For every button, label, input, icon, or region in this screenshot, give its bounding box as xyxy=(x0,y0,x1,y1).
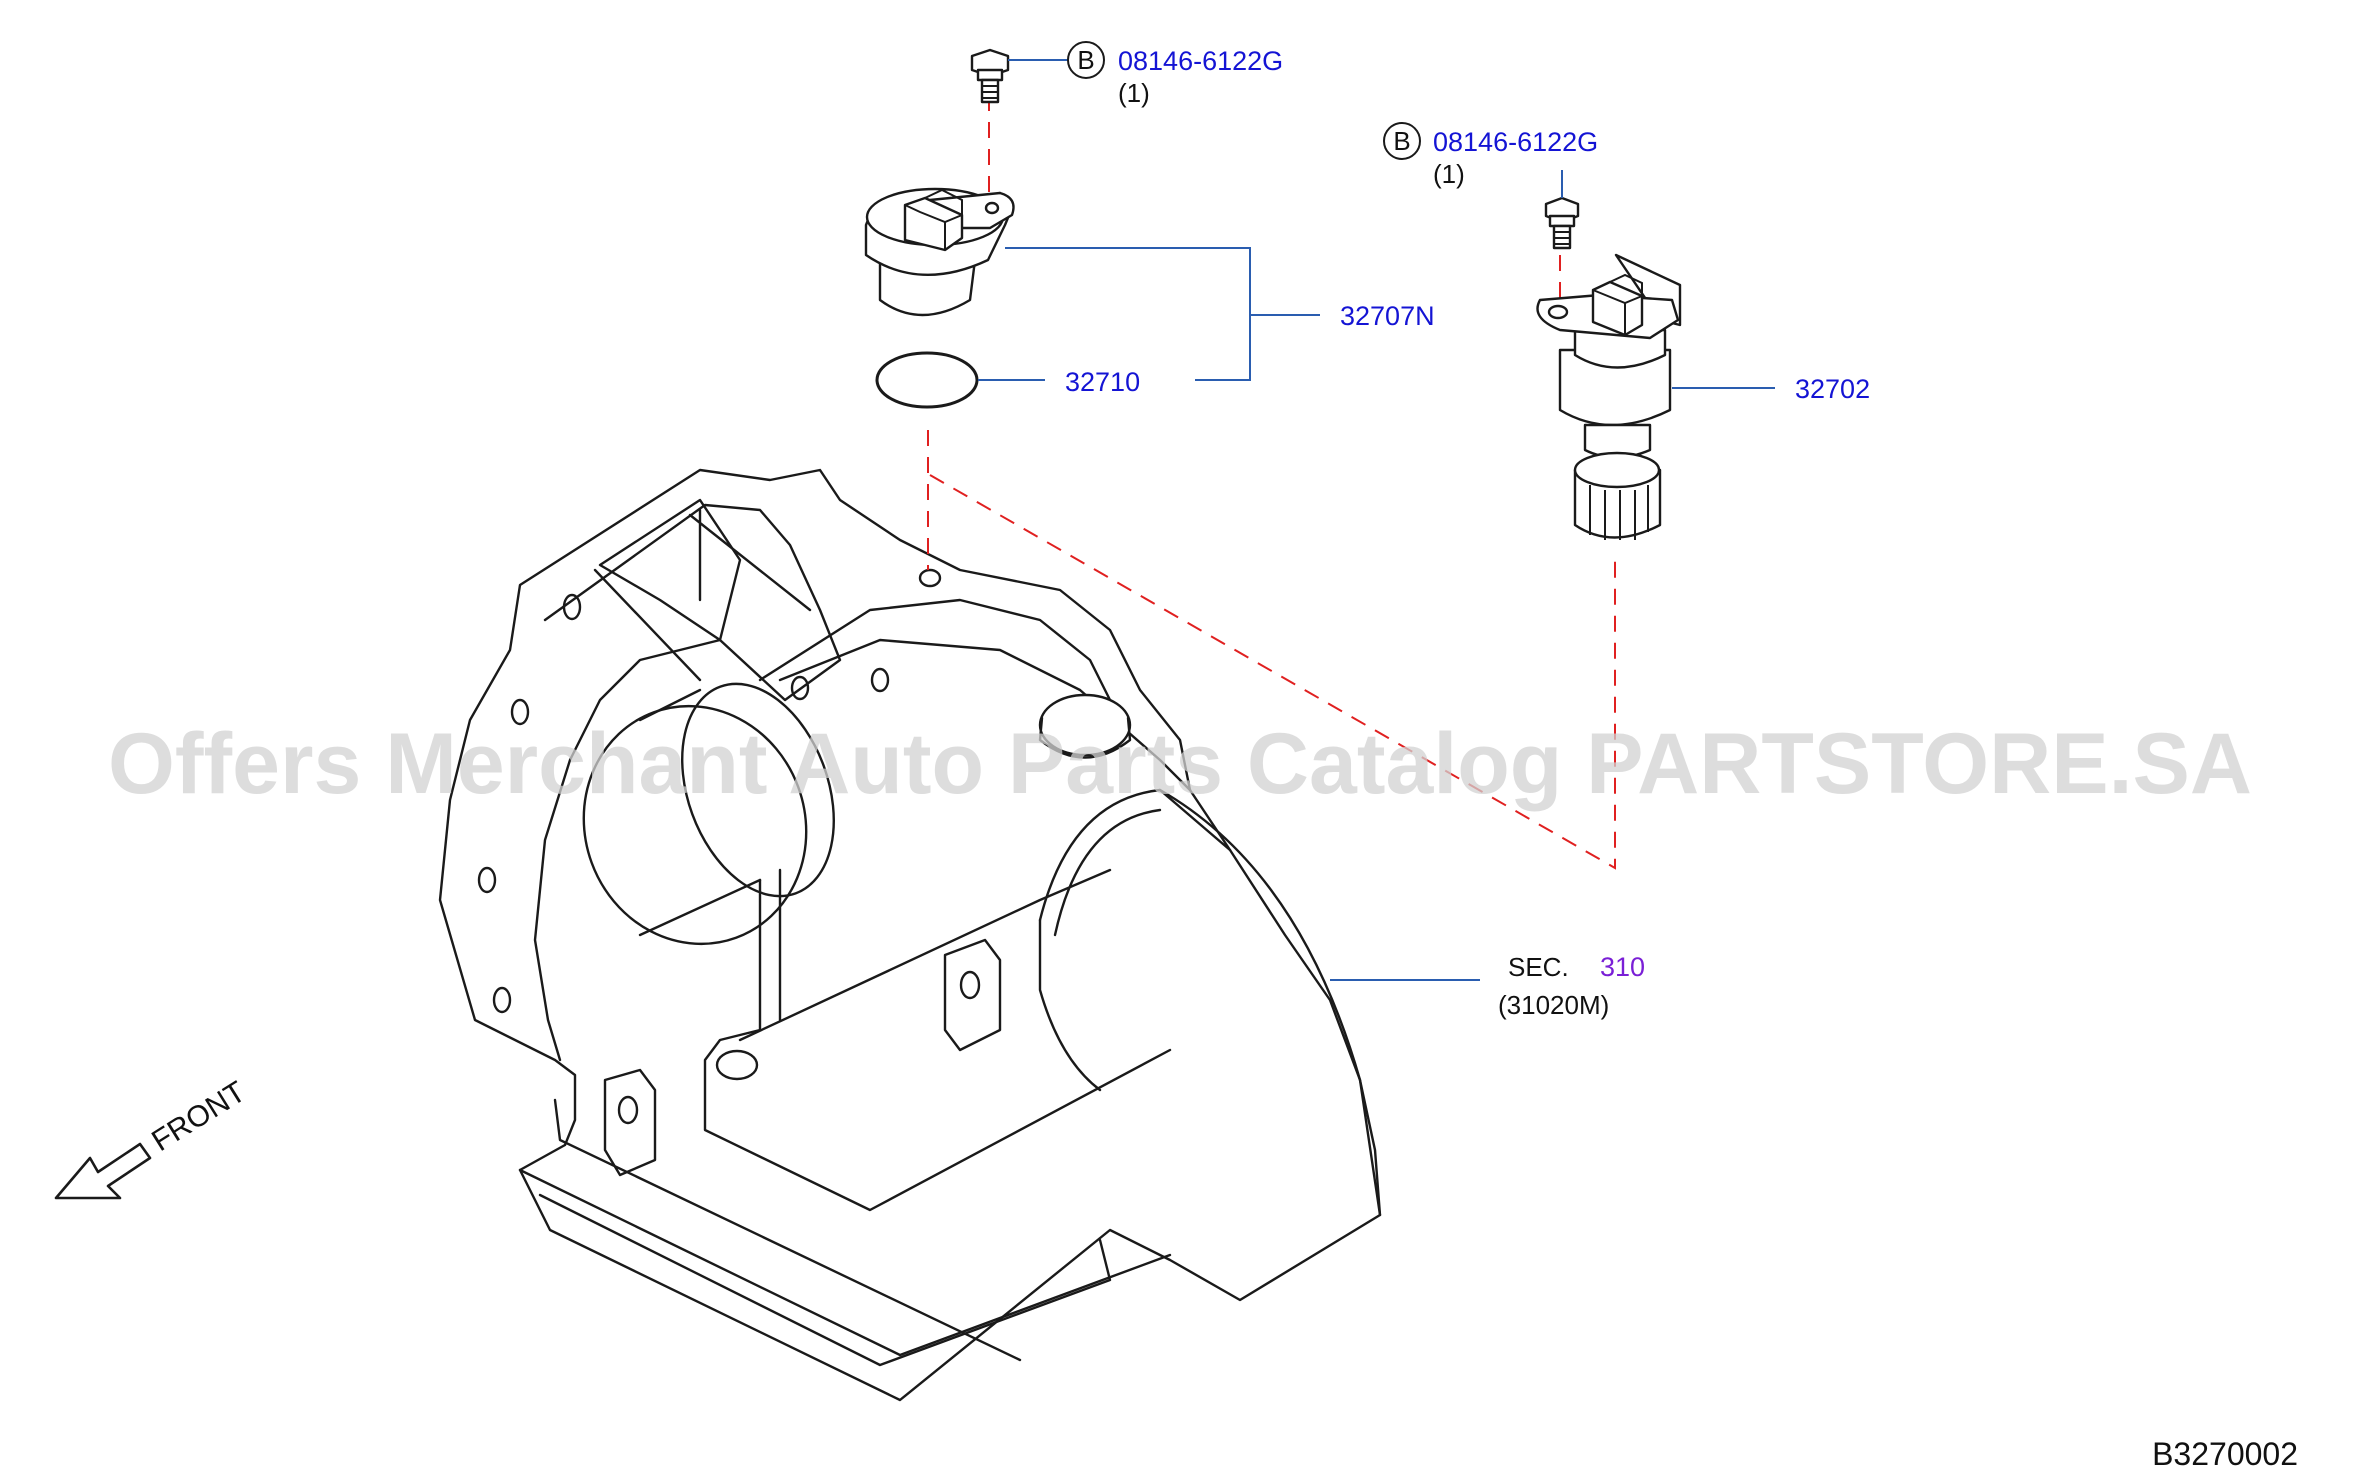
front-direction-indicator: FRONT xyxy=(54,1075,251,1200)
assembly-dashed-lines xyxy=(927,95,1616,870)
diagram-code: B3270002 xyxy=(2152,1436,2298,1472)
bolt-2-quantity: (1) xyxy=(1433,159,1465,189)
callout-bolt-2[interactable]: B 08146-6122G (1) xyxy=(1383,122,1598,189)
callout-bolt-1[interactable]: B 08146-6122G (1) xyxy=(1067,41,1283,108)
leader-lines xyxy=(978,59,1775,981)
bolt-2-part-number[interactable]: 08146-6122G xyxy=(1433,127,1598,157)
bolt-2-drawing xyxy=(1544,196,1580,250)
bolt-1-quantity: (1) xyxy=(1118,78,1150,108)
transmission-case-drawing xyxy=(438,468,1382,1402)
bolt-1-drawing xyxy=(970,48,1010,104)
sensor-32707n-drawing xyxy=(864,187,1015,317)
watermark: Offers Merchant Auto Parts Catalog PARTS… xyxy=(108,716,2252,812)
front-label: FRONT xyxy=(146,1075,251,1158)
bolt-2-badge-label: B xyxy=(1393,126,1410,156)
front-arrow-icon xyxy=(54,1142,152,1200)
section-reference[interactable]: SEC. 310 (31020M) xyxy=(1498,952,1645,1020)
o-ring-32710-drawing xyxy=(875,351,979,409)
bolt-2-badge xyxy=(1383,122,1421,160)
bolt-1-part-number[interactable]: 08146-6122G xyxy=(1118,46,1283,76)
bolt-1-badge xyxy=(1067,41,1105,79)
section-prefix: SEC. xyxy=(1508,952,1569,982)
sensor-part-number[interactable]: 32707N xyxy=(1340,301,1435,331)
o-ring-part-number[interactable]: 32710 xyxy=(1065,367,1140,397)
speedo-sensor-part-number[interactable]: 32702 xyxy=(1795,374,1870,404)
bolt-1-badge-label: B xyxy=(1077,45,1094,75)
speedo-sensor-32702-drawing xyxy=(1536,253,1682,540)
section-number[interactable]: 310 xyxy=(1600,952,1645,982)
section-sub-number: (31020M) xyxy=(1498,990,1609,1020)
